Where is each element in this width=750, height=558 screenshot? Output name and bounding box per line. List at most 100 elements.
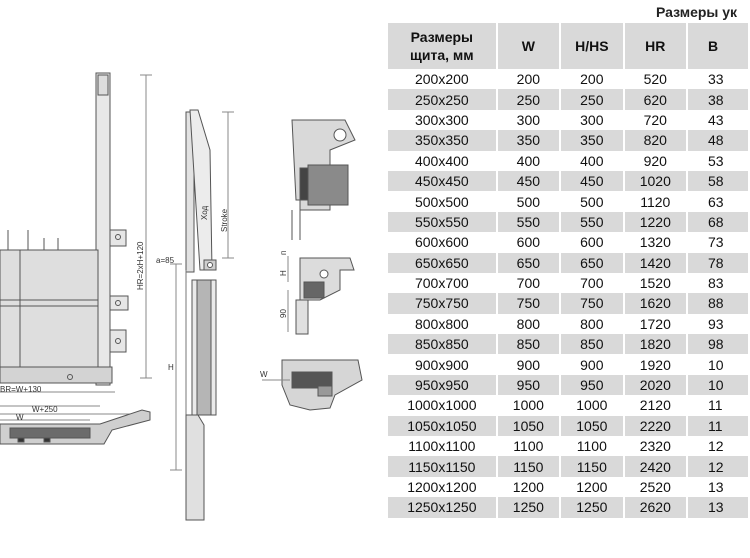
bottom-section-drawing xyxy=(0,409,151,445)
w-plus-label: W+250 xyxy=(32,405,58,414)
cell-h: 1200 xyxy=(561,476,625,498)
h-detail-label: H xyxy=(279,270,288,276)
cell-h: 1100 xyxy=(561,436,625,457)
detail-bottom-drawing xyxy=(262,359,363,411)
cell-w: 750 xyxy=(497,293,562,314)
cell-hr: 1420 xyxy=(624,252,688,273)
cell-h: 650 xyxy=(561,252,625,273)
cell-h: 700 xyxy=(561,272,625,294)
cell-size: 1000x1000 xyxy=(388,395,498,416)
cell-w: 250 xyxy=(497,89,562,110)
cell-w: 600 xyxy=(497,232,562,253)
cell-size: 1100x1100 xyxy=(388,436,498,457)
cell-b: 43 xyxy=(687,109,750,131)
cell-h: 1250 xyxy=(561,497,625,518)
cell-size: 200x200 xyxy=(388,69,498,90)
detail-middle-drawing xyxy=(287,256,355,335)
cell-w: 650 xyxy=(497,252,562,273)
cell-hr: 1020 xyxy=(624,170,688,192)
cell-size: 800x800 xyxy=(388,313,498,335)
cell-hr: 2420 xyxy=(624,456,688,477)
cell-hr: 520 xyxy=(624,69,688,90)
cell-size: 450x450 xyxy=(388,170,498,192)
cell-h: 400 xyxy=(561,150,625,171)
cell-size: 1200x1200 xyxy=(388,476,498,498)
detail-top-drawing xyxy=(291,119,356,240)
cell-w: 1050 xyxy=(497,415,562,437)
cell-b: 13 xyxy=(687,476,750,498)
cell-hr: 2620 xyxy=(624,497,688,518)
cell-size: 350x350 xyxy=(388,130,498,151)
cell-b: 98 xyxy=(687,334,750,355)
cell-h: 850 xyxy=(561,334,625,355)
cell-h: 1000 xyxy=(561,395,625,416)
cell-w: 400 xyxy=(497,150,562,171)
cell-hr: 1320 xyxy=(624,232,688,253)
cell-size: 650x650 xyxy=(388,252,498,273)
cell-b: 48 xyxy=(687,130,750,151)
cell-hr: 620 xyxy=(624,89,688,110)
cell-hr: 820 xyxy=(624,130,688,151)
cell-hr: 1920 xyxy=(624,354,688,375)
cell-hr: 2120 xyxy=(624,395,688,416)
cell-h: 250 xyxy=(561,89,625,110)
side-view-drawing xyxy=(170,109,234,521)
cell-b: 13 xyxy=(687,497,750,518)
br-formula-label: BR=W+130 xyxy=(0,385,42,394)
cell-hr: 2320 xyxy=(624,436,688,457)
cell-b: 78 xyxy=(687,252,750,273)
table-title: Размеры ук xyxy=(656,4,738,20)
cell-hr: 1120 xyxy=(624,191,688,212)
cell-w: 200 xyxy=(497,69,562,90)
cell-b: 10 xyxy=(687,354,750,375)
cell-size: 500x500 xyxy=(388,191,498,212)
cell-w: 900 xyxy=(497,354,562,375)
header-hr: HR xyxy=(624,23,688,69)
cell-size: 700x700 xyxy=(388,272,498,294)
front-view-drawing xyxy=(0,72,152,407)
cell-size: 750x750 xyxy=(388,293,498,314)
a-label: a=85 xyxy=(156,256,175,265)
cell-w: 1100 xyxy=(497,436,562,457)
cell-w: 950 xyxy=(497,374,562,396)
cell-h: 550 xyxy=(561,211,625,233)
stroke-label: Stroke xyxy=(220,208,229,232)
cell-b: 88 xyxy=(687,293,750,314)
cell-b: 58 xyxy=(687,170,750,192)
cell-b: 11 xyxy=(687,395,750,416)
cell-b: 63 xyxy=(687,191,750,212)
cell-h: 300 xyxy=(561,109,625,131)
cell-hr: 2220 xyxy=(624,415,688,437)
cell-b: 33 xyxy=(687,69,750,90)
hod-label: Ход xyxy=(200,205,209,220)
cell-size: 1150x1150 xyxy=(388,456,498,477)
cell-hr: 1720 xyxy=(624,313,688,335)
cell-w: 450 xyxy=(497,170,562,192)
cell-h: 800 xyxy=(561,313,625,335)
technical-drawings: HR=2xH+120 BR=W+130 W+250 W a=85 Ход Str… xyxy=(0,72,363,521)
cell-hr: 920 xyxy=(624,150,688,171)
hr-formula-label: HR=2xH+120 xyxy=(136,241,145,290)
cell-h: 200 xyxy=(561,69,625,90)
cell-hr: 720 xyxy=(624,109,688,131)
cell-w: 300 xyxy=(497,109,562,131)
cell-h: 500 xyxy=(561,191,625,212)
w-detail-label: W xyxy=(260,370,268,379)
